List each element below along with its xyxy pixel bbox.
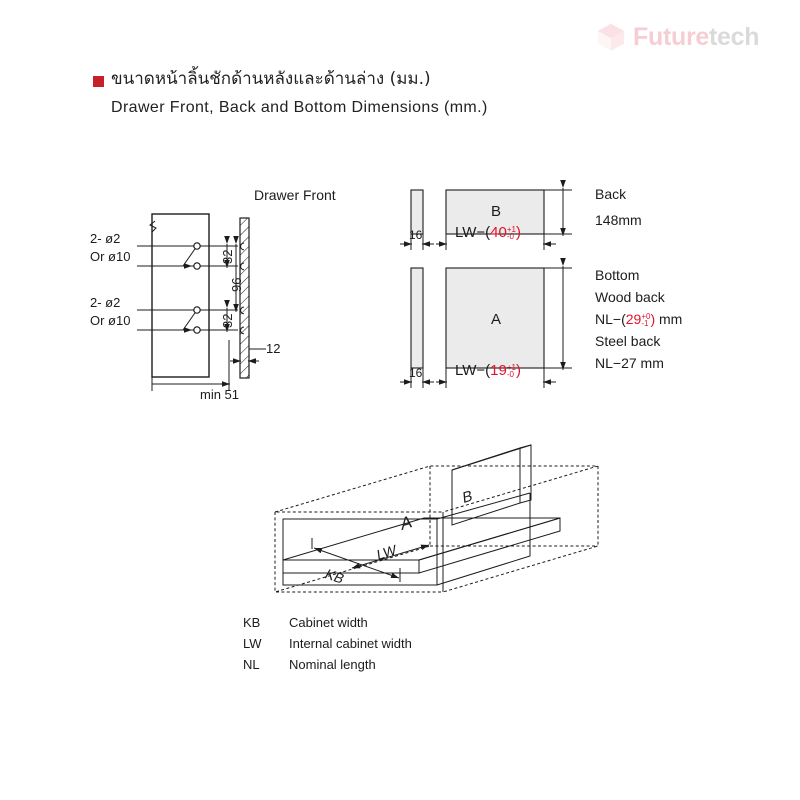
bottom-width-tolerance: +1-0 <box>506 363 516 379</box>
wood-suffix: ) <box>650 311 656 327</box>
iso-label-a: A <box>400 511 413 535</box>
logo-wordmark: Futuretech <box>633 22 760 51</box>
dimension-bottom-32: 32 <box>220 313 235 328</box>
legend-key-lw: LW <box>243 636 262 651</box>
back-width-value: 40 <box>490 224 507 241</box>
back-caption-title: Back <box>595 186 627 202</box>
legend-row: NL Nominal length <box>243 654 412 675</box>
legend-value-lw: Internal cabinet width <box>289 636 412 651</box>
wood-prefix: NL−( <box>595 311 626 327</box>
back-panel-view <box>400 180 572 250</box>
hole-label-bottom-line1: 2- ø2 <box>90 295 121 310</box>
heading-thai: ขนาดหน้าลิ้นชักด้านหลังและด้านล่าง (มม.) <box>111 69 431 89</box>
wood-value: 29 <box>625 311 642 327</box>
dimension-top-32: 32 <box>220 249 235 264</box>
drawer-front-title: Drawer Front <box>254 187 336 203</box>
heading-bullet-icon <box>93 76 104 87</box>
panel-label-a: A <box>491 311 502 328</box>
bottom-caption-wood-dimension: NL−(29+0-1) mm <box>595 311 683 328</box>
bottom-panel-view <box>400 258 572 388</box>
hole-label-top-line1: 2- ø2 <box>90 231 121 246</box>
cube-icon <box>597 23 625 51</box>
legend-value-nl: Nominal length <box>289 657 376 672</box>
legend: KB Cabinet width LW Internal cabinet wid… <box>243 612 412 675</box>
bottom-width-prefix: LW−( <box>455 362 491 379</box>
legend-row: LW Internal cabinet width <box>243 633 412 654</box>
drawer-front-side-view <box>137 213 266 391</box>
bottom-width-value: 19 <box>490 362 507 379</box>
logo-text-primary: Future <box>633 22 709 51</box>
back-width-suffix: ) <box>515 224 521 241</box>
legend-key-nl: NL <box>243 657 260 672</box>
bottom-width-dimension: LW−(19+1-0) <box>455 362 521 379</box>
bottom-caption-wood-back: Wood back <box>595 289 665 305</box>
wood-unit-text: mm <box>659 311 683 327</box>
dimension-12: 12 <box>266 341 281 356</box>
bottom-caption-title: Bottom <box>595 267 640 283</box>
iso-label-b: B <box>462 487 474 508</box>
legend-value-kb: Cabinet width <box>289 615 368 630</box>
hole-label-bottom-line2: Or ø10 <box>90 313 131 328</box>
heading-english: Drawer Front, Back and Bottom Dimensions… <box>111 99 488 116</box>
back-width-tolerance: +1-0 <box>506 225 516 241</box>
dimension-96: 96 <box>229 277 244 292</box>
back-width-prefix: LW−( <box>455 224 491 241</box>
bottom-caption-steel-value: NL−27 mm <box>595 355 664 371</box>
bottom-caption-steel-back: Steel back <box>595 333 661 349</box>
back-caption-value: 148mm <box>595 212 642 228</box>
dimension-min-51: min 51 <box>200 387 240 402</box>
wood-tolerance: +0-1 <box>641 312 651 328</box>
isometric-cabinet-view <box>274 444 599 593</box>
logo-text-secondary: tech <box>708 22 760 51</box>
back-thickness-16: 16 <box>409 228 423 242</box>
hole-label-top-line2: Or ø10 <box>90 249 131 264</box>
bottom-thickness-16: 16 <box>409 366 423 380</box>
futuretech-logo: Futuretech <box>596 22 760 52</box>
back-width-dimension: LW−(40+1-0) <box>455 224 521 241</box>
panel-label-b: B <box>491 203 502 220</box>
bottom-width-suffix: ) <box>515 362 521 379</box>
legend-row: KB Cabinet width <box>243 612 412 633</box>
legend-key-kb: KB <box>243 615 261 630</box>
